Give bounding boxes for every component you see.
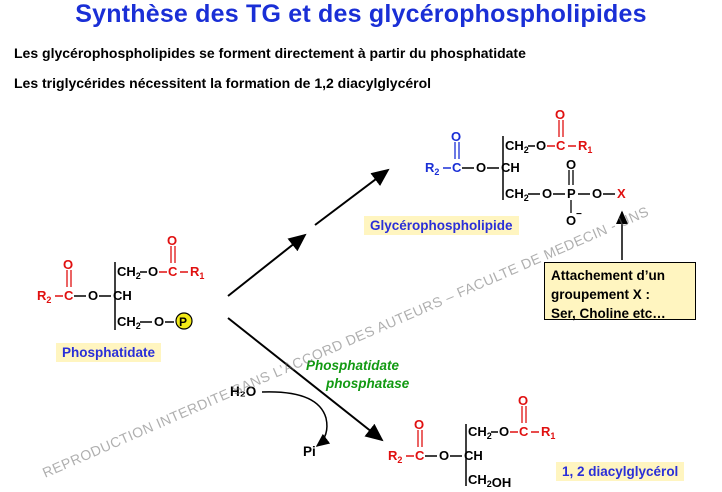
svg-text:CH2: CH2 xyxy=(117,264,141,281)
svg-text:O: O xyxy=(555,107,565,122)
svg-text:O: O xyxy=(518,393,528,408)
svg-text:CH2: CH2 xyxy=(505,138,529,155)
enzyme-name-line1: Phosphatidate xyxy=(306,358,400,373)
svg-text:CH: CH xyxy=(464,448,483,463)
svg-text:O: O xyxy=(592,186,602,201)
svg-text:O: O xyxy=(451,129,461,144)
svg-text:O: O xyxy=(154,314,164,329)
svg-text:C: C xyxy=(452,160,462,175)
svg-text:R2: R2 xyxy=(425,160,439,177)
phosphatidate-structure: R2 C O O CH CH2 O C O R1 CH2 O P xyxy=(37,233,204,331)
svg-text:R1: R1 xyxy=(541,424,555,441)
svg-text:O: O xyxy=(167,233,177,248)
svg-text:R1: R1 xyxy=(190,264,204,281)
arrow-to-glycerophospholipide-2 xyxy=(314,168,390,226)
svg-text:C: C xyxy=(64,288,74,303)
enzyme-name-line2: phosphatase xyxy=(326,376,410,391)
svg-text:CH2: CH2 xyxy=(117,314,141,331)
phosphate-circle xyxy=(175,312,193,330)
arrow-to-glycerophospholipide-1 xyxy=(227,233,307,297)
svg-text:C: C xyxy=(519,424,529,439)
svg-text:O: O xyxy=(63,257,73,272)
svg-text:O: O xyxy=(476,160,486,175)
svg-text:C: C xyxy=(556,138,566,153)
pi-label: Pi xyxy=(303,444,316,459)
svg-text:−: − xyxy=(576,209,582,220)
arrow-to-diacylglycerol xyxy=(227,317,384,442)
r2-group: R2 xyxy=(37,288,51,305)
callout-line-2: groupement X : xyxy=(551,287,651,302)
glycerophospholipide-structure: R2 C O O CH CH2 O C O R1 CH2 O P O O − O… xyxy=(425,107,626,228)
svg-text:O: O xyxy=(88,288,98,303)
svg-text:O: O xyxy=(499,424,509,439)
svg-text:O: O xyxy=(566,157,576,172)
svg-text:CH2: CH2 xyxy=(468,424,492,441)
svg-text:O: O xyxy=(542,186,552,201)
svg-text:O: O xyxy=(536,138,546,153)
diacylglycerol-structure: R2 C O O CH CH2 O C O R1 CH2OH xyxy=(388,393,555,490)
svg-text:CH2OH: CH2OH xyxy=(468,472,511,490)
svg-text:P: P xyxy=(179,315,187,329)
diacylglycerol-label: 1, 2 diacylglycérol xyxy=(556,462,685,481)
svg-text:O: O xyxy=(148,264,158,279)
water-to-pi-curved-arrow xyxy=(261,391,331,447)
svg-text:C: C xyxy=(415,448,425,463)
svg-text:O: O xyxy=(566,213,576,228)
callout-line-1: Attachement d’un xyxy=(551,268,666,283)
intro-line-2: Les triglycérides nécessitent la formati… xyxy=(14,75,432,91)
page-title: Synthèse des TG et des glycérophospholip… xyxy=(75,0,647,28)
callout-line-3: Ser, Choline etc… xyxy=(551,306,666,321)
svg-text:R1: R1 xyxy=(578,138,592,155)
glycerophospholipide-label: Glycérophospholipide xyxy=(364,216,519,235)
svg-text:CH: CH xyxy=(501,160,520,175)
water-label: H₂O xyxy=(230,384,257,399)
svg-text:CH: CH xyxy=(113,288,132,303)
svg-text:O: O xyxy=(439,448,449,463)
svg-text:P: P xyxy=(567,186,576,201)
intro-line-1: Les glycérophospholipides se forment dir… xyxy=(14,45,526,61)
svg-text:R2: R2 xyxy=(388,448,402,465)
svg-text:C: C xyxy=(168,264,178,279)
phosphatidate-label: Phosphatidate xyxy=(56,343,162,362)
svg-text:O: O xyxy=(414,417,424,432)
svg-text:CH2: CH2 xyxy=(505,186,529,203)
attachment-callout: Attachement d’un groupement X : Ser, Cho… xyxy=(544,262,696,321)
svg-text:X: X xyxy=(617,186,626,201)
